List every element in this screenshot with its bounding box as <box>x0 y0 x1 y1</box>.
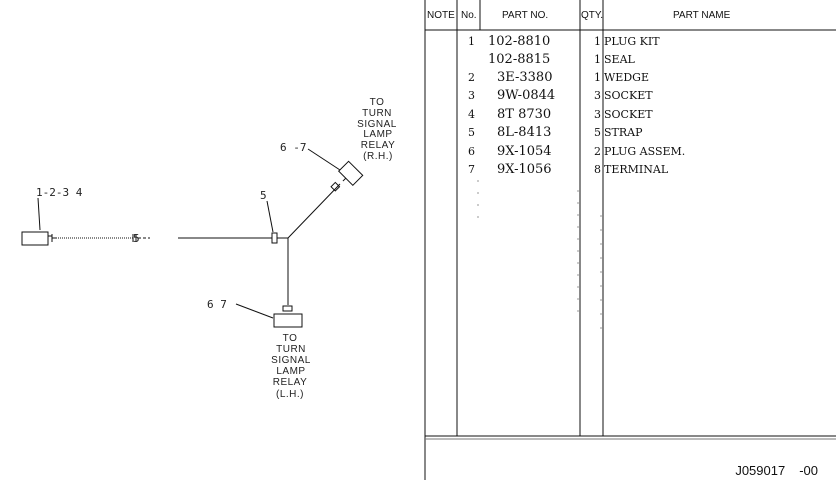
table-row: 6 9X-1054 2 PLUG ASSEM. <box>468 144 685 159</box>
svg-text:3: 3 <box>468 89 475 102</box>
svg-text:TERMINAL: TERMINAL <box>604 163 669 176</box>
header-qty: QTY. <box>581 10 603 21</box>
svg-text:102-8810: 102-8810 <box>488 34 550 49</box>
svg-text:(R.H.): (R.H.) <box>363 151 393 162</box>
svg-text:5: 5 <box>594 126 601 139</box>
parts-table-frame <box>424 0 836 480</box>
table-row: 7 9X-1056 8 TERMINAL <box>468 162 669 177</box>
svg-text:4: 4 <box>468 108 475 121</box>
wiring-harness <box>21 148 364 328</box>
drawing-code: J059017 -00 <box>721 463 818 478</box>
svg-text:TURN: TURN <box>276 344 306 355</box>
plug-lh-cap <box>282 305 293 312</box>
plug-rh <box>337 160 364 187</box>
svg-text:1: 1 <box>468 35 475 48</box>
table-row: 102-8815 1 SEAL <box>488 52 636 67</box>
table-row: 5 8L-8413 5 STRAP <box>468 125 643 140</box>
svg-text:2: 2 <box>468 71 475 84</box>
leader-strap <box>266 200 274 233</box>
left-plug-boot <box>48 234 56 242</box>
header-note: NOTE <box>427 10 455 21</box>
svg-text:STRAP: STRAP <box>604 126 643 139</box>
table-row: 2 3E-3380 1 WEDGE <box>468 70 649 85</box>
drawing-number: J059017 <box>735 463 786 478</box>
table-row: 3 9W-0844 3 SOCKET <box>468 88 653 103</box>
svg-text:6: 6 <box>468 145 475 158</box>
svg-text:7: 7 <box>468 163 475 176</box>
strap-mark-left <box>132 234 137 242</box>
plug-lh <box>273 313 303 328</box>
destination-rh: TO TURN SIGNAL LAMP RELAY (R.H.) <box>357 97 397 162</box>
drawing-revision: -00 <box>799 463 818 478</box>
svg-text:WEDGE: WEDGE <box>604 71 649 84</box>
destination-lh: TO TURN SIGNAL LAMP RELAY (L.H.) <box>271 333 311 400</box>
svg-text:(L.H.): (L.H.) <box>276 389 304 400</box>
header-part-no: PART NO. <box>502 10 548 21</box>
svg-text:8T 8730: 8T 8730 <box>497 107 551 122</box>
callout-strap-junction: 5 <box>260 189 267 202</box>
callout-strap-line: 5 <box>133 232 140 245</box>
svg-text:SIGNAL: SIGNAL <box>271 355 311 366</box>
svg-text:8: 8 <box>594 163 601 176</box>
svg-text:9W-0844: 9W-0844 <box>497 88 555 103</box>
svg-text:SOCKET: SOCKET <box>604 108 653 121</box>
leader-plug-lh <box>235 303 274 319</box>
svg-text:LAMP: LAMP <box>363 129 392 140</box>
svg-text:SIGNAL: SIGNAL <box>357 119 397 130</box>
header-no: No. <box>461 10 477 21</box>
svg-text:SEAL: SEAL <box>604 53 636 66</box>
svg-text:SOCKET: SOCKET <box>604 89 653 102</box>
left-plug-kit <box>21 231 49 246</box>
svg-text:5: 5 <box>468 126 475 139</box>
svg-text:3: 3 <box>594 108 601 121</box>
table-row: 4 8T 8730 3 SOCKET <box>468 107 653 122</box>
svg-text:9X-1056: 9X-1056 <box>497 162 552 177</box>
svg-text:8L-8413: 8L-8413 <box>497 125 551 140</box>
junction-strap <box>271 232 278 244</box>
svg-text:TO: TO <box>370 97 385 108</box>
plug-rh-tail <box>330 181 341 192</box>
leader-plug-kit <box>37 197 41 231</box>
svg-text:3: 3 <box>594 89 601 102</box>
svg-text:PLUG ASSEM.: PLUG ASSEM. <box>604 145 685 158</box>
svg-text:TO: TO <box>283 333 298 344</box>
callout-plug-lh: 6 7 <box>207 298 227 311</box>
svg-text:2: 2 <box>594 145 601 158</box>
svg-text:9X-1054: 9X-1054 <box>497 144 552 159</box>
table-row: 1 102-8810 1 PLUG KIT <box>468 34 660 49</box>
svg-text:102-8815: 102-8815 <box>488 52 550 67</box>
svg-text:RELAY: RELAY <box>273 377 308 388</box>
svg-text:PLUG KIT: PLUG KIT <box>604 35 660 48</box>
header-part-name: PART NAME <box>673 10 731 21</box>
svg-text:LAMP: LAMP <box>276 366 305 377</box>
callout-plug-rh: 6 -7 <box>280 141 307 154</box>
branch-wire-rh <box>287 183 341 239</box>
svg-text:RELAY: RELAY <box>361 140 396 151</box>
leader-plug-rh <box>307 148 341 171</box>
svg-text:1: 1 <box>594 53 601 66</box>
svg-text:3E-3380: 3E-3380 <box>497 70 552 85</box>
svg-text:1: 1 <box>594 71 601 84</box>
callout-plug-kit: 1-2-3 4 <box>36 186 83 199</box>
svg-text:1: 1 <box>594 35 601 48</box>
svg-text:TURN: TURN <box>362 108 392 119</box>
